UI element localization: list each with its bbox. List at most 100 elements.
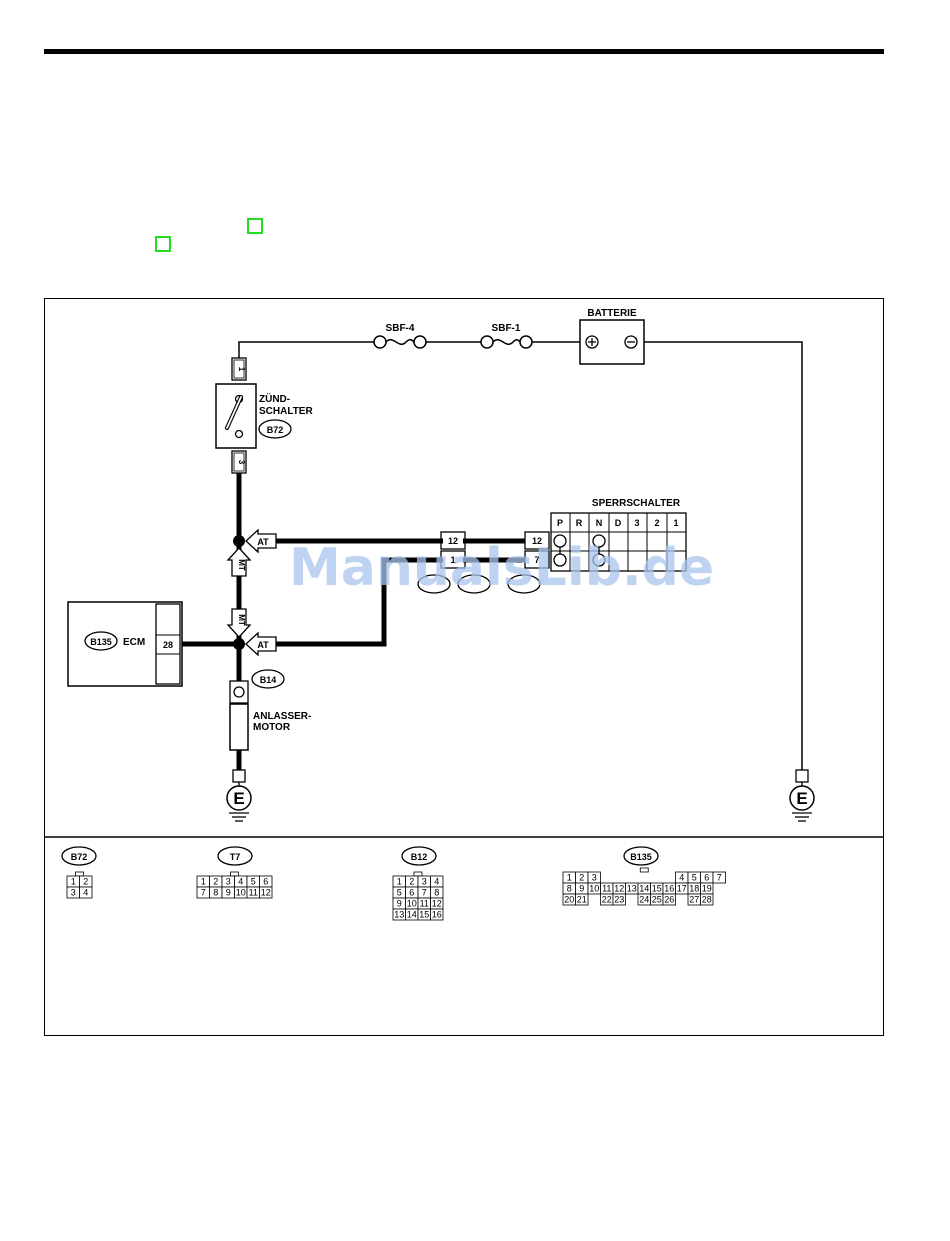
connector-pin-number: 13 bbox=[627, 884, 637, 894]
position-1: 1 bbox=[673, 518, 678, 528]
connector-view-b135-label: B135 bbox=[630, 852, 652, 862]
connector-view-b72-label: B72 bbox=[71, 852, 88, 862]
connector-pin-number: 25 bbox=[652, 895, 662, 905]
connector-pin-number: 17 bbox=[677, 884, 687, 894]
at-tag-upper: AT bbox=[245, 528, 277, 554]
fuse-label-sbf-4: SBF-4 bbox=[386, 323, 415, 334]
connector-pin-number: 16 bbox=[664, 884, 674, 894]
connector-pin-number: 2 bbox=[579, 873, 584, 883]
connector-pin-number: 5 bbox=[397, 888, 402, 898]
connector-pin-number: 24 bbox=[639, 895, 649, 905]
connector-pin-number: 3 bbox=[422, 877, 427, 887]
position-p: P bbox=[557, 518, 563, 528]
connector-pin-number: 7 bbox=[717, 873, 722, 883]
svg-text:MT: MT bbox=[237, 559, 246, 571]
connector-pin-number: 28 bbox=[702, 895, 712, 905]
connector-pin-number: 15 bbox=[652, 884, 662, 894]
connector-key-notch bbox=[413, 871, 423, 877]
connector-pin-cell bbox=[712, 871, 726, 884]
highlight-box-2 bbox=[155, 236, 171, 252]
connector-pin-number: 10 bbox=[407, 899, 417, 909]
connector-pin-number: 4 bbox=[83, 888, 88, 898]
connector-pin-number: 5 bbox=[692, 873, 697, 883]
ground-icon-left: E bbox=[226, 769, 252, 822]
connector-pin-number: 6 bbox=[704, 873, 709, 883]
connector-pin-number: 20 bbox=[564, 895, 574, 905]
connector-pin-number: 2 bbox=[409, 877, 414, 887]
connector-view-b12-label: B12 bbox=[411, 852, 428, 862]
connector-pin-number: 2 bbox=[83, 877, 88, 887]
position-3: 3 bbox=[634, 518, 639, 528]
wire-battery-ground bbox=[644, 341, 803, 770]
connector-pin-number: 2 bbox=[213, 877, 218, 887]
svg-text:MT: MT bbox=[237, 614, 246, 626]
intermediate-connector: 12 1 bbox=[417, 531, 541, 594]
connector-key-notch bbox=[75, 871, 84, 877]
ignition-pin-bottom: 3 bbox=[237, 460, 246, 465]
connector-pin-number: 4 bbox=[434, 877, 439, 887]
inhibitor-switch-label: SPERRSCHALTER bbox=[592, 498, 681, 509]
fuse-sbf-4: SBF-4 bbox=[373, 323, 427, 349]
connector-pin-number: 7 bbox=[422, 888, 427, 898]
junction-lower bbox=[233, 638, 245, 650]
connector-pin-number: 16 bbox=[432, 910, 442, 920]
watermark: ManualsLib.de bbox=[289, 538, 714, 598]
connector-pin-number: 5 bbox=[251, 877, 256, 887]
ecm-label: ECM bbox=[123, 637, 145, 648]
connector-pin-number: 15 bbox=[419, 910, 429, 920]
ignition-switch-label-1: ZÜND- bbox=[259, 392, 290, 405]
connector-pin-number: 3 bbox=[71, 888, 76, 898]
connector-pin-number: 9 bbox=[579, 884, 584, 894]
position-r: R bbox=[576, 518, 583, 528]
connector-pin-cell bbox=[259, 886, 273, 899]
battery-plus-icon bbox=[585, 335, 599, 349]
ground-icon-right: E bbox=[789, 769, 815, 822]
connector-key-notch bbox=[639, 867, 649, 873]
fuse-label-sbf-1: SBF-1 bbox=[492, 323, 521, 334]
connector-pin-number: 11 bbox=[249, 888, 258, 898]
connector-pin-number: 18 bbox=[689, 884, 699, 894]
position-n: N bbox=[596, 518, 603, 528]
connector-pin-number: 10 bbox=[236, 888, 246, 898]
starter-label-2: MOTOR bbox=[253, 722, 291, 733]
connector-pin-number: 19 bbox=[702, 884, 712, 894]
connector-pin-number: 11 bbox=[602, 884, 611, 894]
connector-pin-number: 21 bbox=[577, 895, 587, 905]
svg-text:E: E bbox=[796, 789, 807, 808]
ignition-switch: 1 3 ZÜND- SCHALTER B72 bbox=[215, 357, 313, 474]
connector-pin-number: 13 bbox=[394, 910, 404, 920]
intermediate-pin-bottom: 1 bbox=[450, 555, 455, 565]
connector-pin-cell bbox=[662, 893, 676, 906]
svg-text:AT: AT bbox=[257, 640, 269, 650]
ignition-connector-id: B72 bbox=[267, 425, 284, 435]
connector-key-notch bbox=[230, 871, 239, 877]
starter-connector-id: B14 bbox=[260, 675, 277, 685]
wiring-diagram: SBF-4 SBF-1 BATTERIE 1 3 ZÜND- bbox=[44, 298, 884, 1036]
connector-pin-number: 1 bbox=[397, 877, 402, 887]
connector-pin-number: 4 bbox=[238, 877, 243, 887]
connector-pin-number: 6 bbox=[409, 888, 414, 898]
connector-pin-cell bbox=[430, 908, 444, 921]
at-tag-lower: AT bbox=[245, 631, 277, 657]
connector-pin-number: 4 bbox=[679, 873, 684, 883]
connector-pin-number: 22 bbox=[602, 895, 612, 905]
inhibitor-switch: SPERRSCHALTER 12 7 P R N D 3 2 1 bbox=[524, 498, 687, 572]
position-2: 2 bbox=[654, 518, 659, 528]
starter-label-1: ANLASSER- bbox=[253, 711, 311, 722]
connector-pin-number: 1 bbox=[71, 877, 76, 887]
connector-pin-number: 8 bbox=[567, 884, 572, 894]
position-d: D bbox=[615, 518, 622, 528]
wire-supply bbox=[238, 341, 374, 358]
connector-pin-number: 6 bbox=[263, 877, 268, 887]
inhibitor-pin-12: 12 bbox=[532, 536, 542, 546]
connector-pin-number: 9 bbox=[226, 888, 231, 898]
connector-pin-number: 12 bbox=[614, 884, 624, 894]
ecm-pin-28: 28 bbox=[163, 640, 173, 650]
connector-pin-number: 14 bbox=[407, 910, 417, 920]
connector-pin-number: 11 bbox=[420, 899, 429, 909]
connector-pin-number: 12 bbox=[261, 888, 271, 898]
